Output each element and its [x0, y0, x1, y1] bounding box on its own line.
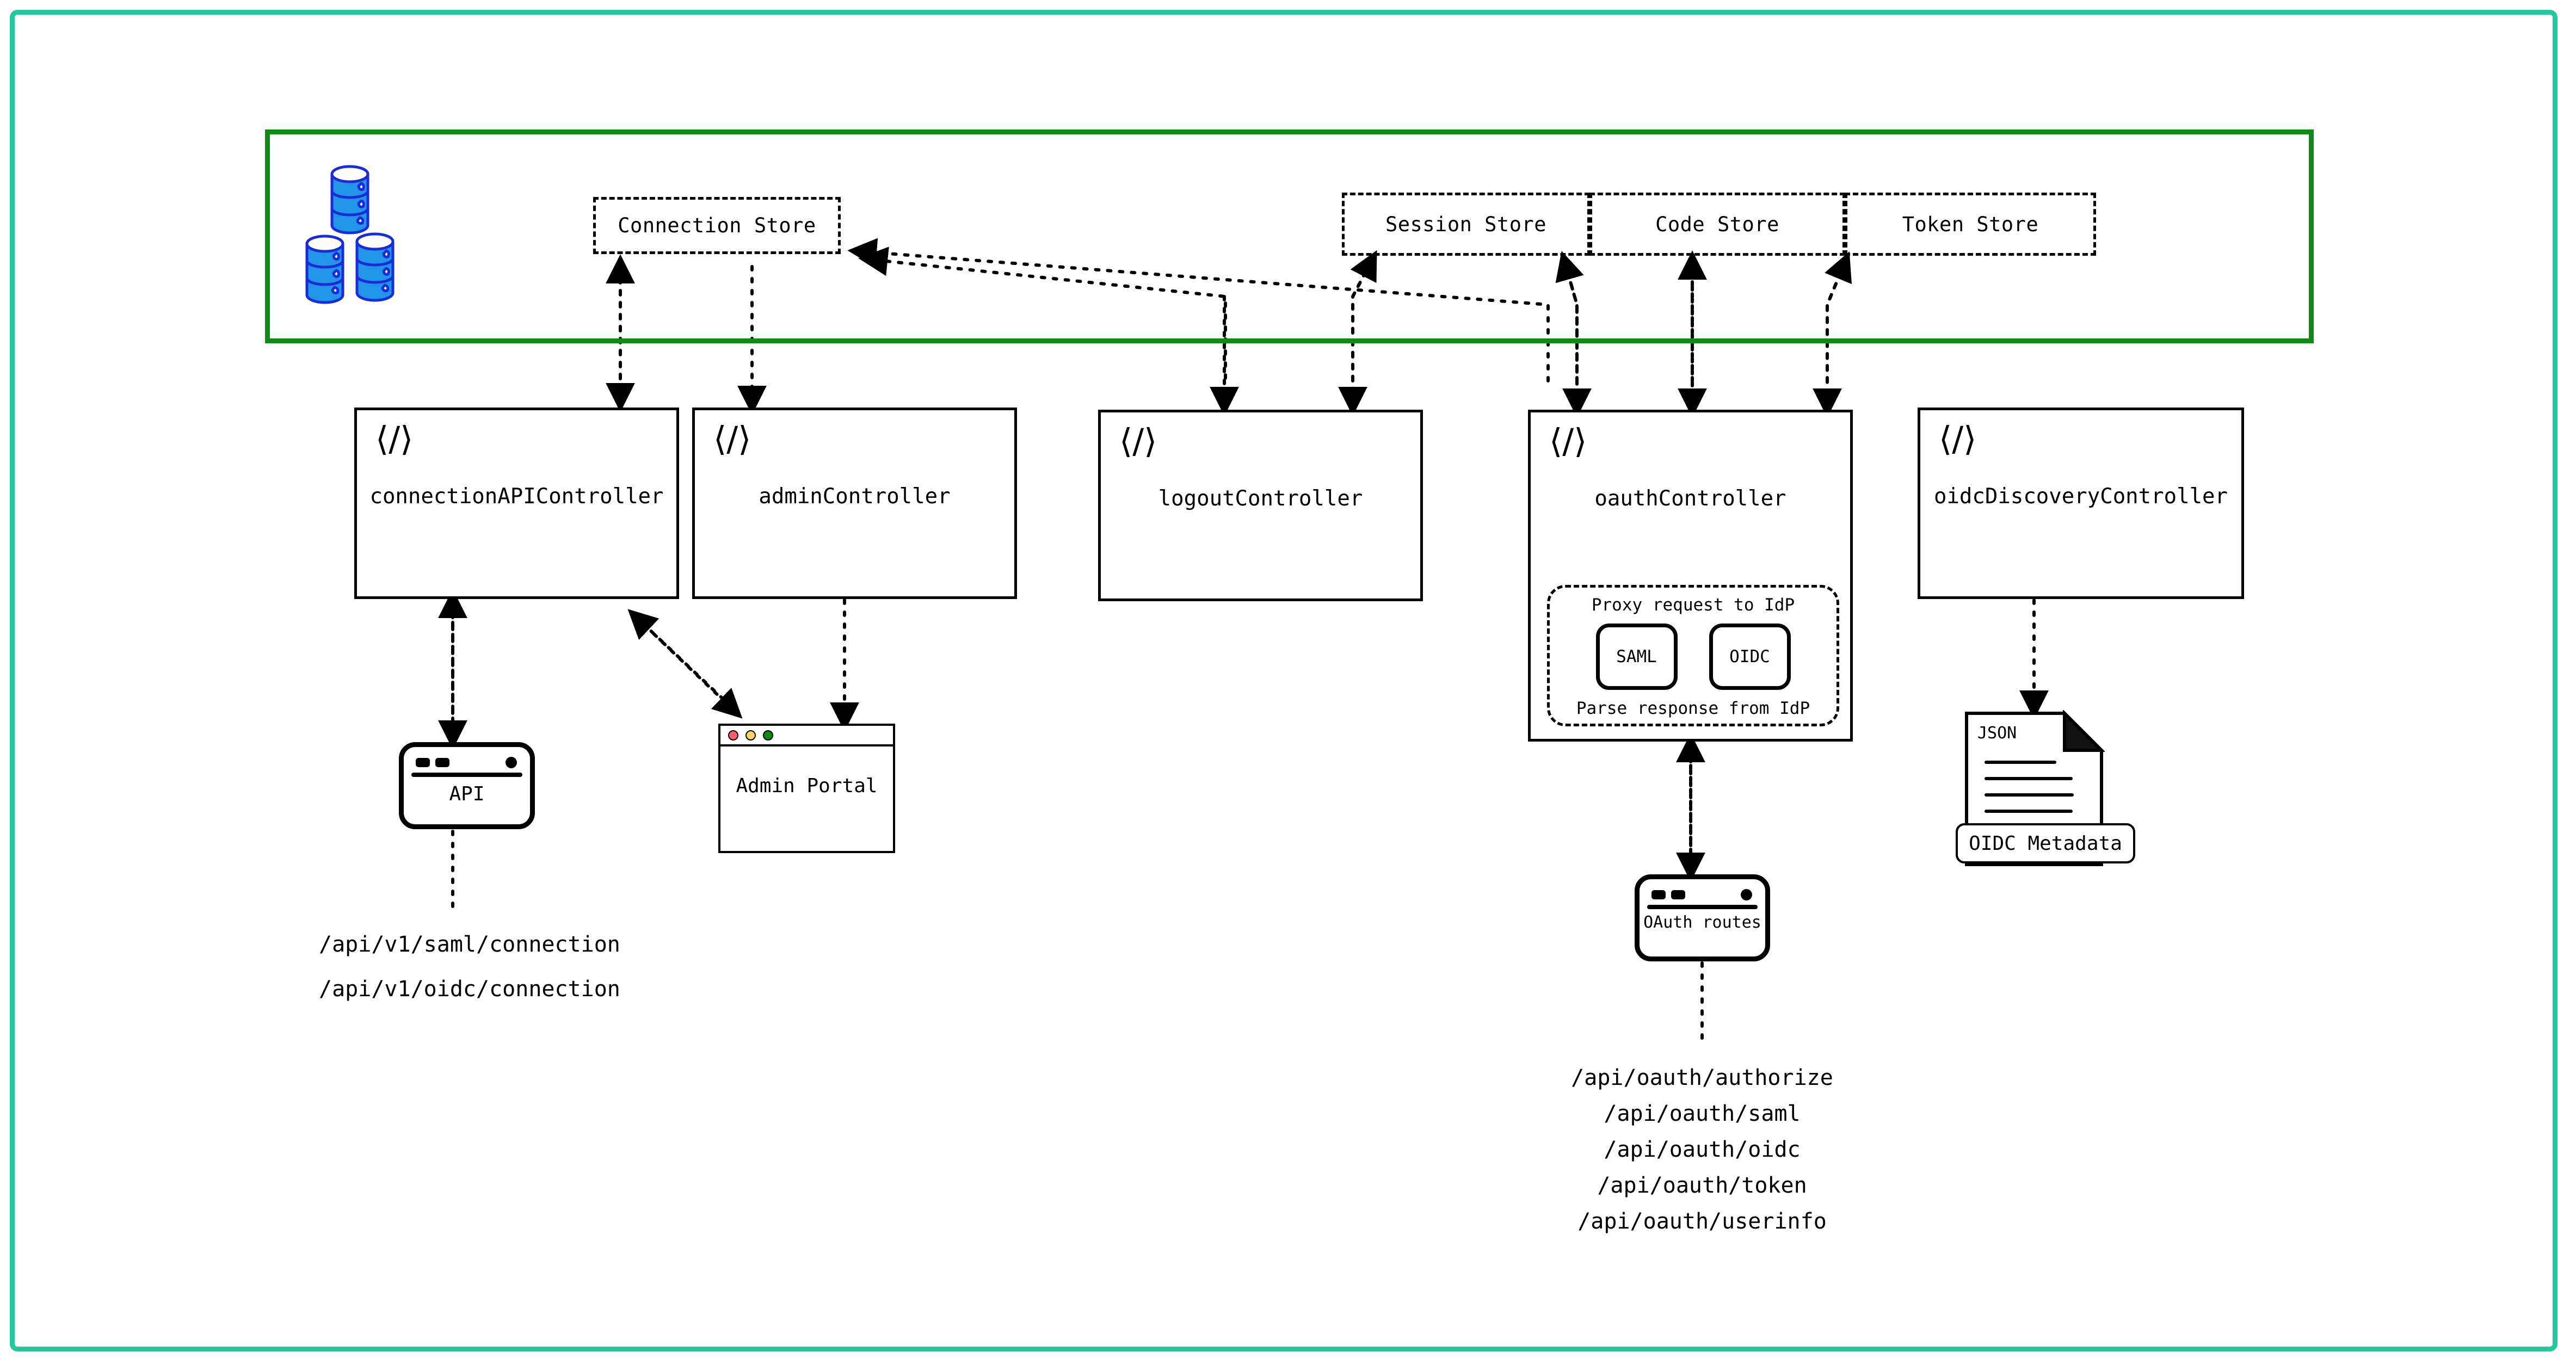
titlebar-rule — [411, 773, 522, 777]
logout-controller-label: logoutController — [1158, 486, 1363, 511]
outer-frame — [10, 10, 2557, 1352]
endpoint-item: /api/oauth/authorize — [1571, 1065, 1833, 1090]
logout-controller-card[interactable]: ⟨/⟩ logoutController — [1098, 410, 1423, 601]
parse-response-label: Parse response from IdP — [1576, 699, 1810, 718]
admin-controller-card[interactable]: ⟨/⟩ adminController — [692, 408, 1017, 599]
code-brackets-icon: ⟨/⟩ — [375, 419, 414, 459]
api-node[interactable]: API — [399, 742, 535, 829]
minimize-traffic-light-icon — [745, 730, 756, 740]
code-brackets-icon: ⟨/⟩ — [1939, 419, 1977, 459]
svg-text:JSON: JSON — [1977, 724, 2017, 743]
endpoint-item: /api/v1/saml/connection — [319, 932, 620, 957]
database-cylinders-icon — [303, 164, 439, 307]
close-traffic-light-icon — [728, 730, 738, 740]
code-brackets-icon: ⟨/⟩ — [713, 419, 751, 459]
endpoint-item: /api/oauth/userinfo — [1577, 1209, 1827, 1234]
oidc-button[interactable]: OIDC — [1709, 624, 1791, 690]
session-store-box[interactable]: Session Store — [1342, 193, 1590, 256]
oauth-controller-label: oauthController — [1594, 486, 1786, 511]
endpoint-item: /api/oauth/token — [1597, 1173, 1807, 1198]
store-container — [265, 129, 2314, 343]
window-control-square-1 — [1651, 890, 1666, 899]
session-store-label: Session Store — [1385, 212, 1547, 236]
endpoint-item: /api/oauth/saml — [1604, 1101, 1801, 1126]
code-brackets-icon: ⟨/⟩ — [1119, 421, 1157, 461]
api-node-label: API — [449, 783, 485, 805]
window-control-dot — [506, 757, 517, 768]
oidc-discovery-controller-label: oidcDiscoveryController — [1933, 484, 2228, 509]
admin-portal-window[interactable]: Admin Portal — [718, 724, 895, 853]
maximize-traffic-light-icon — [763, 730, 773, 740]
code-store-box[interactable]: Code Store — [1589, 193, 1845, 256]
code-brackets-icon: ⟨/⟩ — [1549, 421, 1587, 461]
oidc-metadata-label: OIDC Metadata — [1969, 832, 2122, 855]
code-store-label: Code Store — [1655, 212, 1779, 236]
window-control-square-1 — [416, 758, 430, 767]
endpoint-item: /api/v1/oidc/connection — [319, 977, 620, 1002]
idp-protocol-buttons: SAML OIDC — [1595, 624, 1791, 690]
window-control-dot — [1741, 889, 1752, 900]
oidc-metadata-badge[interactable]: OIDC Metadata — [1956, 823, 2135, 863]
oauth-routes-node[interactable]: OAuth routes — [1635, 874, 1770, 961]
oauth-controller-card[interactable]: ⟨/⟩ oauthController Proxy request to IdP… — [1528, 410, 1853, 742]
oauth-routes-titlebar — [1640, 879, 1765, 909]
admin-portal-label: Admin Portal — [736, 775, 878, 797]
connection-api-controller-label: connectionAPIController — [369, 484, 664, 509]
saml-button[interactable]: SAML — [1595, 624, 1678, 690]
window-control-square-2 — [1671, 890, 1685, 899]
connection-endpoints-list: /api/v1/saml/connection /api/v1/oidc/con… — [319, 922, 620, 1011]
admin-controller-label: adminController — [759, 484, 951, 509]
idp-proxy-panel: Proxy request to IdP SAML OIDC Parse res… — [1547, 585, 1839, 726]
oauth-endpoints-list: /api/oauth/authorize /api/oauth/saml /ap… — [1550, 1060, 1854, 1239]
window-control-square-2 — [435, 758, 449, 767]
token-store-label: Token Store — [1902, 212, 2039, 236]
connection-api-controller-card[interactable]: ⟨/⟩ connectionAPIController — [354, 408, 679, 599]
titlebar-rule — [1647, 905, 1758, 909]
endpoint-item: /api/oauth/oidc — [1604, 1137, 1801, 1162]
connection-store-box[interactable]: Connection Store — [593, 197, 841, 254]
token-store-box[interactable]: Token Store — [1845, 193, 2096, 256]
admin-portal-titlebar — [720, 726, 893, 746]
oidc-discovery-controller-card[interactable]: ⟨/⟩ oidcDiscoveryController — [1918, 408, 2244, 599]
connection-store-label: Connection Store — [618, 214, 816, 237]
oauth-routes-label: OAuth routes — [1643, 913, 1761, 932]
api-node-titlebar — [404, 747, 530, 777]
proxy-request-label: Proxy request to IdP — [1591, 595, 1795, 615]
